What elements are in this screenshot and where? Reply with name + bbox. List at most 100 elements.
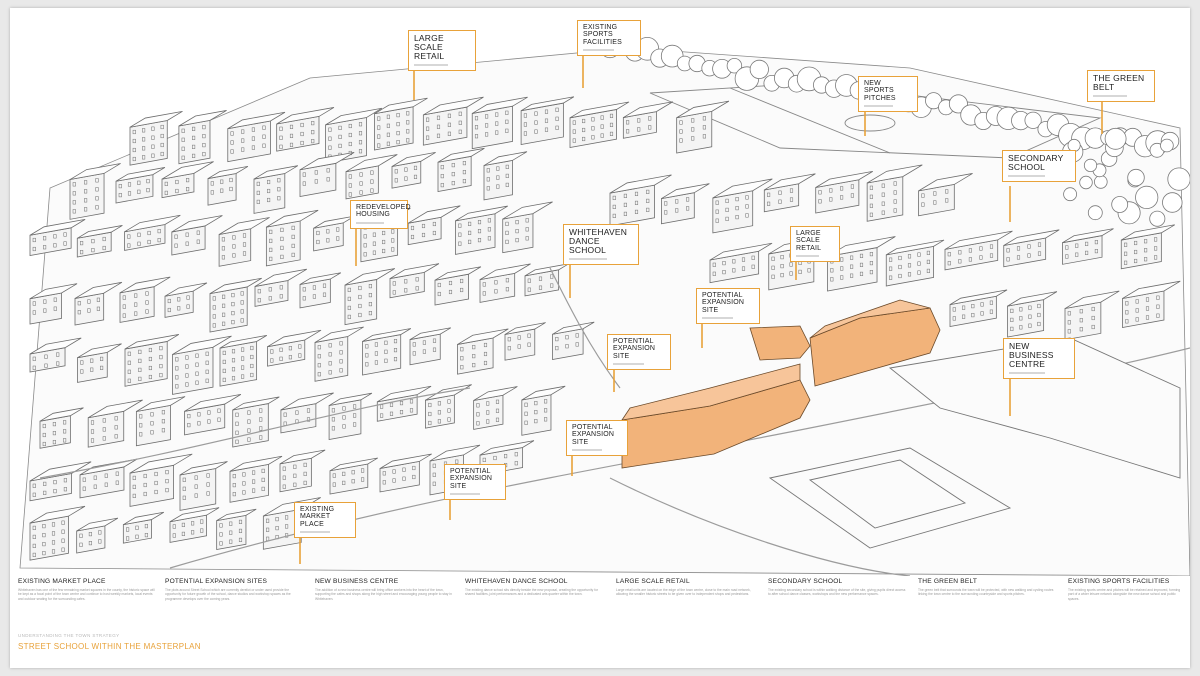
building — [479, 263, 531, 303]
building — [521, 385, 566, 436]
building — [313, 215, 355, 252]
tree — [1083, 158, 1098, 172]
building — [374, 97, 428, 151]
label-title: LARGE SCALE RETAIL — [414, 33, 445, 61]
legend-text: Large retail units are located on the ed… — [616, 588, 751, 597]
building — [455, 205, 508, 255]
building — [279, 449, 326, 493]
footer-title: STREET SCHOOL WITHIN THE MASTERPLAN — [18, 642, 201, 651]
building — [77, 343, 122, 383]
building — [622, 101, 673, 139]
legend-item: THE GREEN BELT The green belt that surro… — [918, 578, 1058, 597]
building — [944, 230, 1013, 271]
building — [409, 327, 452, 366]
label-whitehaven-dance-school: WHITEHAVEN DANCE SCHOOL — [563, 224, 639, 265]
building — [457, 328, 509, 375]
building — [115, 167, 166, 204]
label-existing-market-place: EXISTING MARKET PLACE — [294, 502, 356, 539]
building — [437, 147, 485, 192]
label-subline — [1009, 371, 1045, 374]
legend-item: EXISTING SPORTS FACILITIES The existing … — [1068, 578, 1183, 601]
label-subline — [572, 449, 602, 452]
legend-text: The existing sports centre and pitches w… — [1068, 588, 1181, 601]
building — [949, 289, 1008, 327]
label-title: EXISTING SPORTS FACILITIES — [583, 24, 622, 46]
legend-text: Whitehaven has one of the few remaining … — [18, 588, 155, 601]
building — [407, 205, 461, 246]
building — [29, 505, 86, 561]
building — [1120, 224, 1175, 270]
tree — [1087, 205, 1103, 221]
label-subline — [583, 49, 615, 52]
label-potential-expansion-site-4: POTENTIAL EXPANSION SITE — [444, 464, 506, 501]
legend-heading: EXISTING SPORTS FACILITIES — [1068, 578, 1170, 585]
building — [169, 507, 220, 543]
building — [29, 219, 86, 257]
label-title: POTENTIAL EXPANSION SITE — [702, 292, 745, 314]
building — [265, 209, 319, 267]
legend-text: The existing secondary school is within … — [768, 588, 906, 597]
tree — [1094, 175, 1108, 189]
tree — [1024, 111, 1042, 129]
building — [229, 455, 283, 503]
building — [815, 171, 873, 214]
building — [661, 183, 710, 225]
tree — [749, 59, 769, 80]
building — [1062, 228, 1114, 265]
building — [483, 151, 528, 201]
building — [129, 453, 193, 507]
building — [161, 161, 214, 199]
building — [345, 154, 398, 200]
legend-heading: LARGE SCALE RETAIL — [616, 578, 690, 585]
building — [124, 214, 181, 251]
legend-item: LARGE SCALE RETAIL Large retail units ar… — [616, 578, 756, 597]
building — [218, 217, 270, 267]
building — [473, 386, 518, 430]
building — [209, 277, 262, 333]
building — [219, 334, 268, 387]
building — [87, 399, 143, 448]
legend: EXISTING MARKET PLACE Whitehaven has one… — [10, 578, 1190, 618]
building — [524, 263, 569, 297]
building — [135, 396, 186, 447]
tree — [1162, 192, 1183, 213]
building — [1064, 290, 1120, 341]
tree — [1111, 196, 1129, 213]
legend-heading: WHITEHAVEN DANCE SCHOOL — [465, 578, 568, 585]
label-title: POTENTIAL EXPANSION SITE — [613, 338, 656, 360]
label-title: NEW BUSINESS CENTRE — [1009, 341, 1054, 369]
label-potential-expansion-site-1: POTENTIAL EXPANSION SITE — [696, 288, 760, 325]
label-subline — [796, 255, 819, 258]
building — [232, 396, 280, 448]
building — [520, 96, 575, 146]
building — [267, 329, 322, 367]
legend-item: POTENTIAL EXPANSION SITES The plots arou… — [165, 578, 305, 601]
label-title: POTENTIAL EXPANSION SITE — [450, 468, 493, 490]
building — [184, 393, 242, 436]
building — [325, 107, 383, 164]
building — [29, 283, 78, 325]
label-title: EXISTING MARKET PLACE — [300, 506, 335, 528]
building — [434, 266, 482, 306]
legend-item: WHITEHAVEN DANCE SCHOOL The existing dan… — [465, 578, 605, 597]
building — [712, 178, 773, 234]
label-subline — [613, 363, 645, 366]
footer-kicker: UNDERSTANDING THE TOWN STRATEGY — [18, 633, 120, 638]
building — [119, 276, 171, 323]
building — [179, 461, 228, 511]
label-redeveloped-housing: REDEVELOPED HOUSING — [350, 200, 411, 229]
building — [918, 173, 973, 217]
building — [254, 268, 308, 307]
tree — [1127, 168, 1145, 187]
legend-text: The addition of a new business centre wi… — [315, 588, 452, 601]
label-title: LARGE SCALE RETAIL — [796, 230, 822, 252]
building — [362, 328, 412, 376]
tree — [1063, 187, 1077, 202]
building — [124, 334, 180, 387]
label-subline — [356, 221, 384, 224]
legend-heading: EXISTING MARKET PLACE — [18, 578, 106, 585]
masterplan-sheet: LARGE SCALE RETAIL EXISTING SPORTS FACIL… — [10, 8, 1190, 668]
building — [885, 239, 945, 287]
label-subline — [864, 105, 893, 108]
building — [76, 225, 123, 258]
